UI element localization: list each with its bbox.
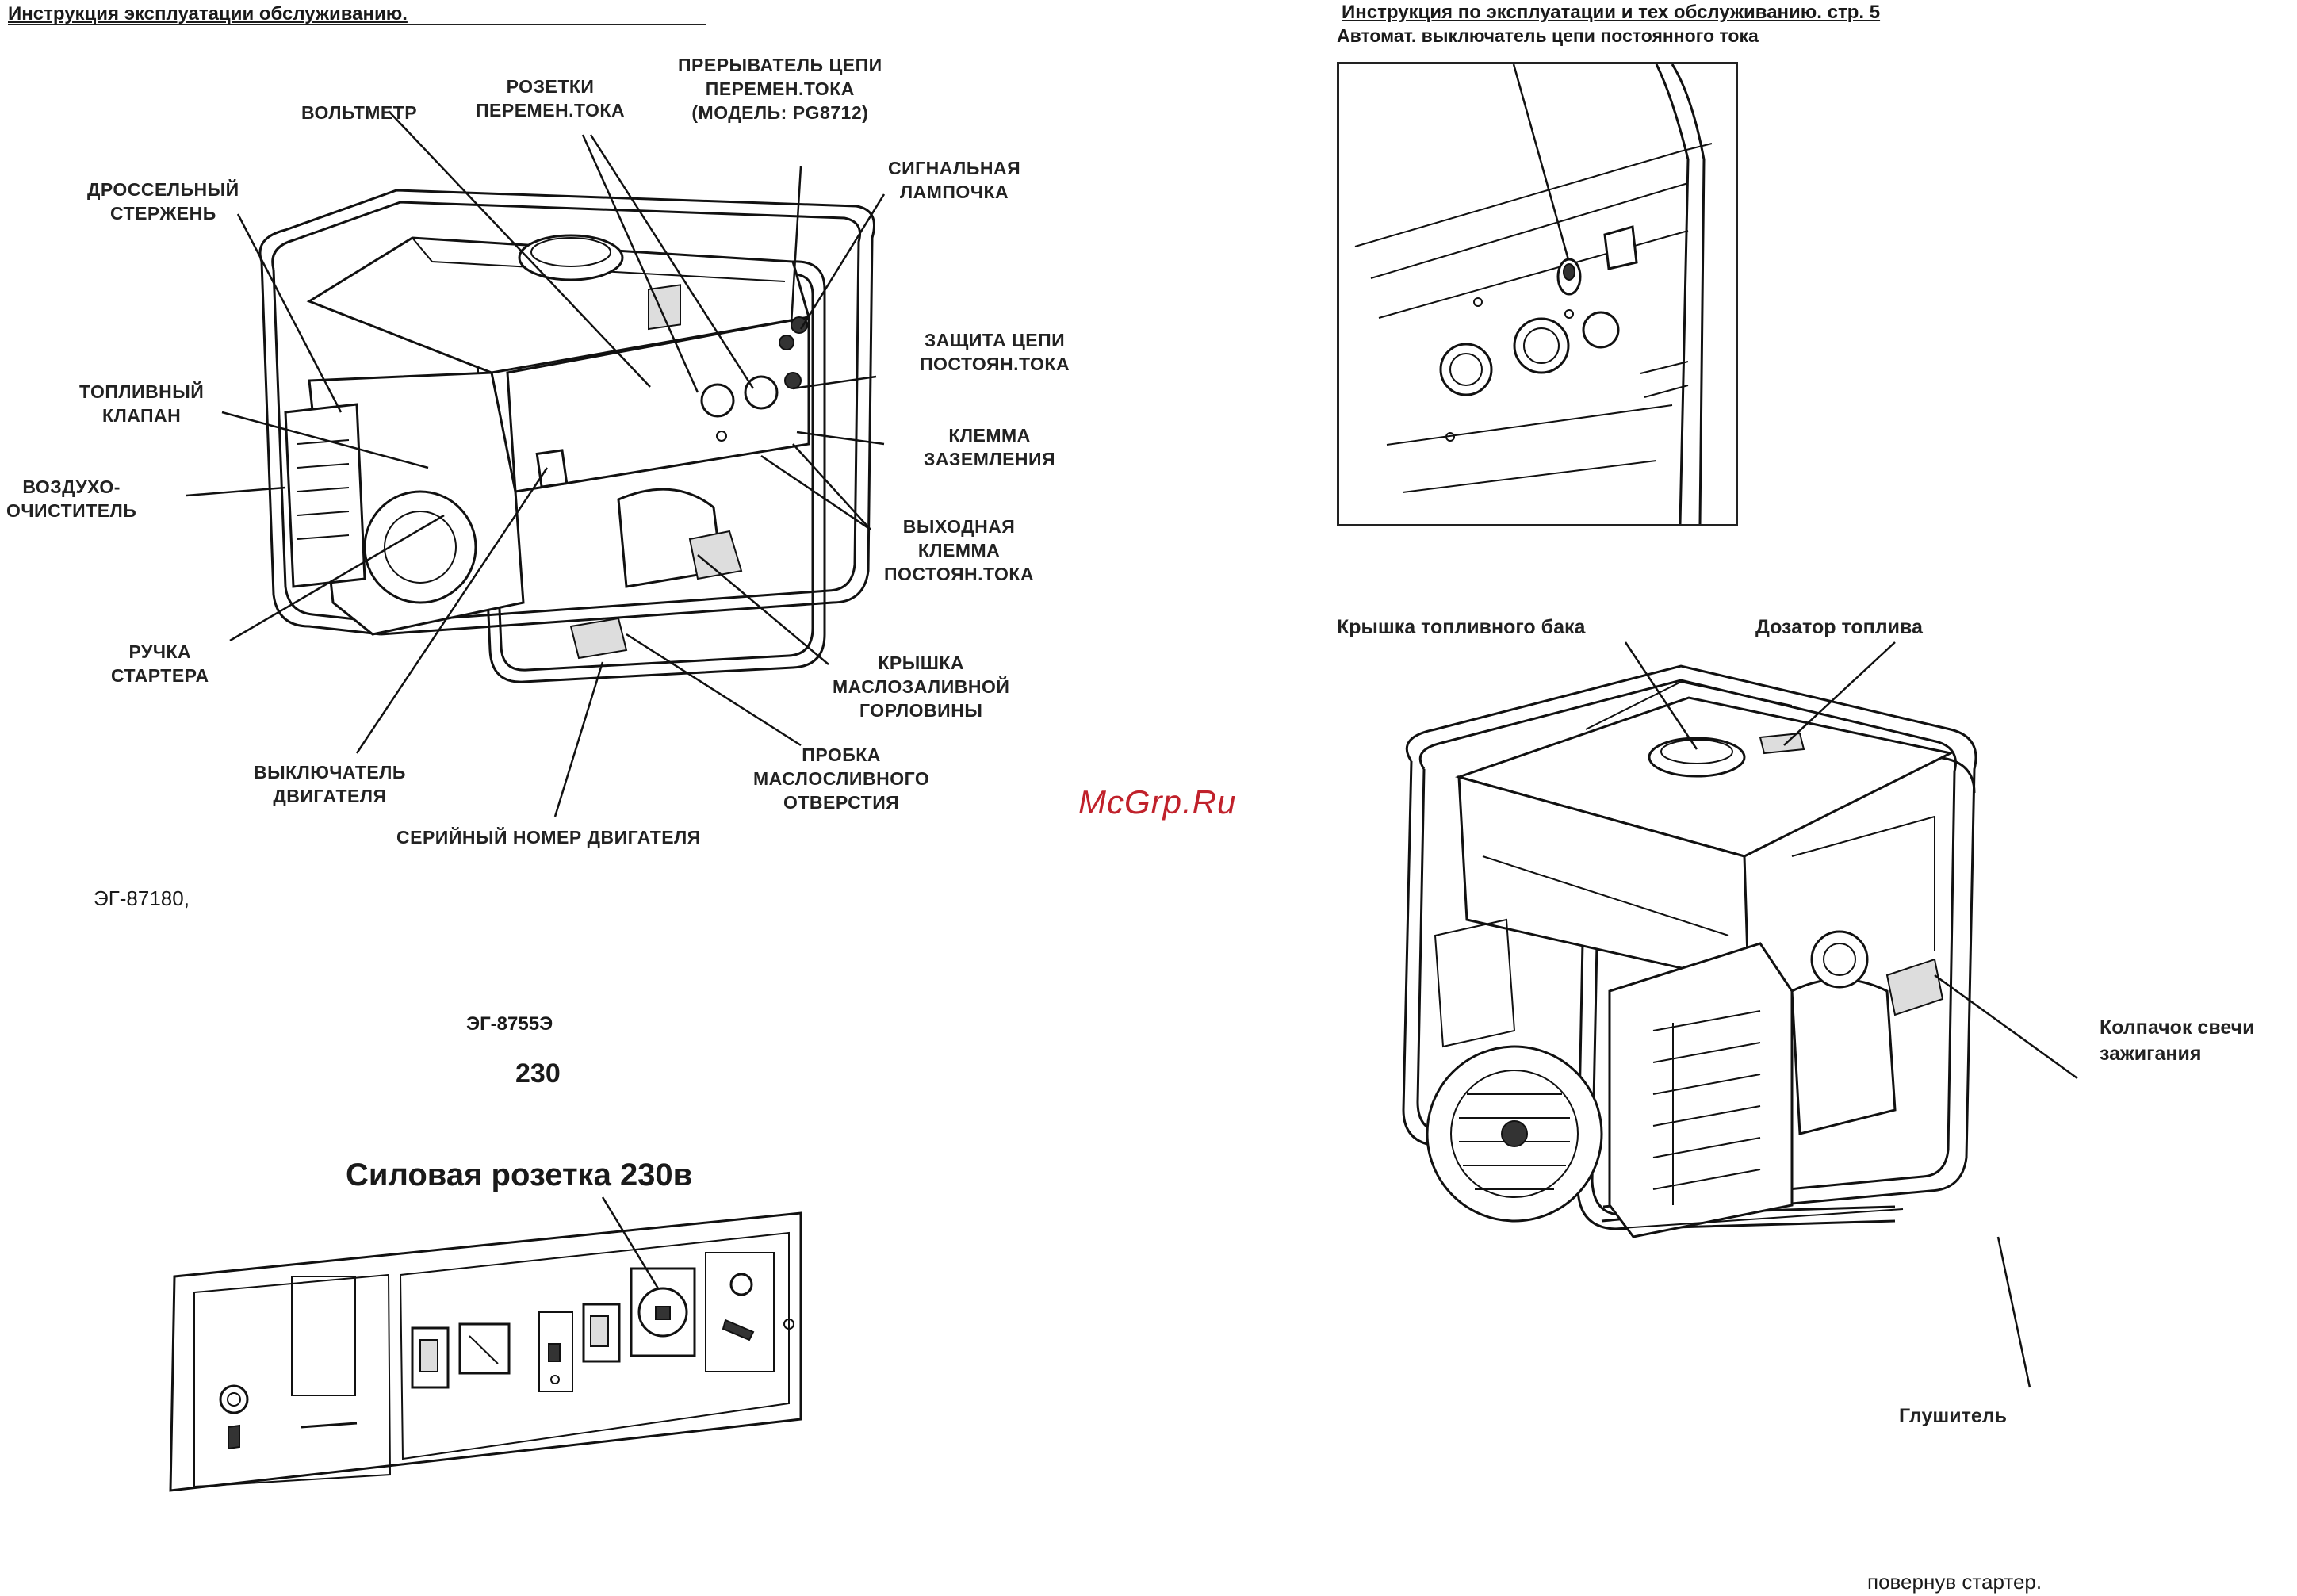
panel-title: Силовая розетка 230в	[346, 1158, 693, 1192]
right-page-subheader: Автомат. выключатель цепи постоянного то…	[1337, 25, 1759, 46]
label-voltmeter: ВОЛЬТМЕТР	[301, 102, 418, 123]
label-engine-serial: СЕРИЙНЫЙ НОМЕР ДВИГАТЕЛЯ	[396, 827, 701, 848]
label-muffler: Глушитель	[1899, 1405, 2007, 1427]
left-header-rule	[8, 24, 706, 25]
label-ac-breaker: ПРЕРЫВАТЕЛЬ ЦЕПИ ПЕРЕМЕН.ТОКА (МОДЕЛЬ: P…	[678, 55, 882, 123]
label-engine-switch: ВЫКЛЮЧАТЕЛЬ ДВИГАТЕЛЯ	[254, 762, 406, 806]
label-oil-drain-plug: ПРОБКА МАСЛОСЛИВНОГО ОТВЕРСТИЯ	[753, 744, 930, 813]
label-air-cleaner: ВОЗДУХО- ОЧИСТИТЕЛЬ	[6, 477, 137, 521]
dc-breaker-illustration	[1354, 63, 1713, 525]
generator-right-illustration	[1402, 641, 2078, 1388]
right-page-header: Инструкция по эксплуатации и тех обслужи…	[1342, 2, 1881, 23]
label-starter-grip: РУЧКА СТАРТЕРА	[111, 641, 209, 686]
label-signal-lamp: СИГНАЛЬНАЯ ЛАМПОЧКА	[888, 158, 1021, 202]
label-fuel-gauge: Дозатор топлива	[1755, 616, 1923, 638]
caption-model-2: ЭГ-8755Э	[466, 1013, 553, 1035]
dc-breaker-inset	[1337, 62, 1738, 526]
left-page-header: Инструкция эксплуатации обслуживанию.	[8, 3, 408, 25]
caption-model-1: ЭГ-87180,	[94, 886, 190, 910]
label-fuel-cap: Крышка топливного бака	[1337, 616, 1586, 638]
label-spark-plug-cap: Колпачок свечи зажигания	[2100, 1016, 2255, 1065]
power-panel-illustration	[169, 1196, 802, 1492]
label-choke: ДРОССЕЛЬНЫЙ СТЕРЖЕНЬ	[87, 179, 239, 224]
label-oil-filler-cap: КРЫШКА МАСЛОЗАЛИВНОЙ ГОРЛОВИНЫ	[833, 653, 1010, 721]
generator-left-illustration	[186, 110, 886, 817]
label-fuel-valve: ТОПЛИВНЫЙ КЛАПАН	[79, 381, 205, 426]
label-dc-protection: ЗАЩИТА ЦЕПИ ПОСТОЯН.ТОКА	[920, 330, 1070, 374]
label-dc-output: ВЫХОДНАЯ КЛЕММА ПОСТОЯН.ТОКА	[884, 516, 1035, 584]
label-ground-terminal: КЛЕММА ЗАЗЕМЛЕНИЯ	[924, 425, 1056, 469]
label-ac-outlets: РОЗЕТКИ ПЕРЕМЕН.ТОКА	[476, 76, 626, 121]
watermark: McGrp.Ru	[1078, 783, 1237, 821]
caption-voltage: 230	[515, 1058, 561, 1089]
right-page-footer: повернув стартер.	[1867, 1570, 2042, 1594]
